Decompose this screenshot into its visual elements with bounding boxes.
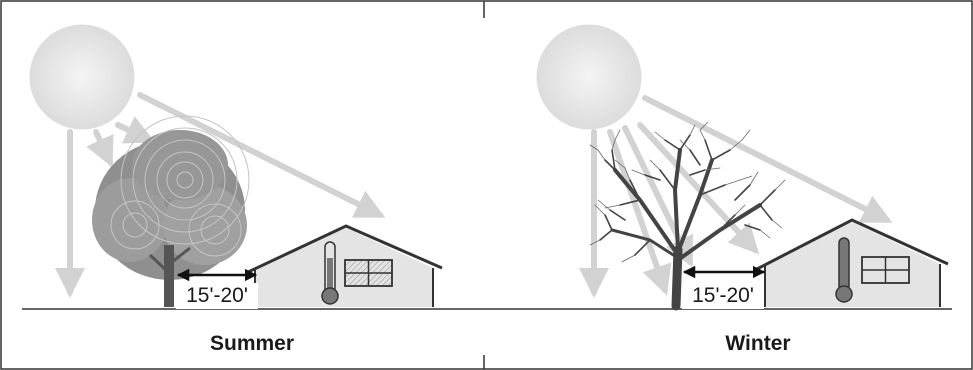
summer-house <box>246 226 442 307</box>
winter-sun <box>537 25 641 129</box>
summer-label: Summer <box>152 332 352 356</box>
summer-tree <box>92 116 249 307</box>
winter-panel <box>537 25 948 307</box>
winter-thermometer-icon <box>836 238 852 302</box>
summer-window <box>345 260 392 286</box>
summer-thermometer-icon <box>322 242 338 304</box>
winter-distance-label: 15'-20' <box>682 283 764 309</box>
winter-house <box>755 220 948 307</box>
summer-sun <box>30 25 134 129</box>
summer-panel <box>30 25 442 307</box>
winter-label: Winter <box>658 332 858 356</box>
summer-distance-label: 15'-20' <box>176 283 258 309</box>
winter-window <box>862 257 909 283</box>
